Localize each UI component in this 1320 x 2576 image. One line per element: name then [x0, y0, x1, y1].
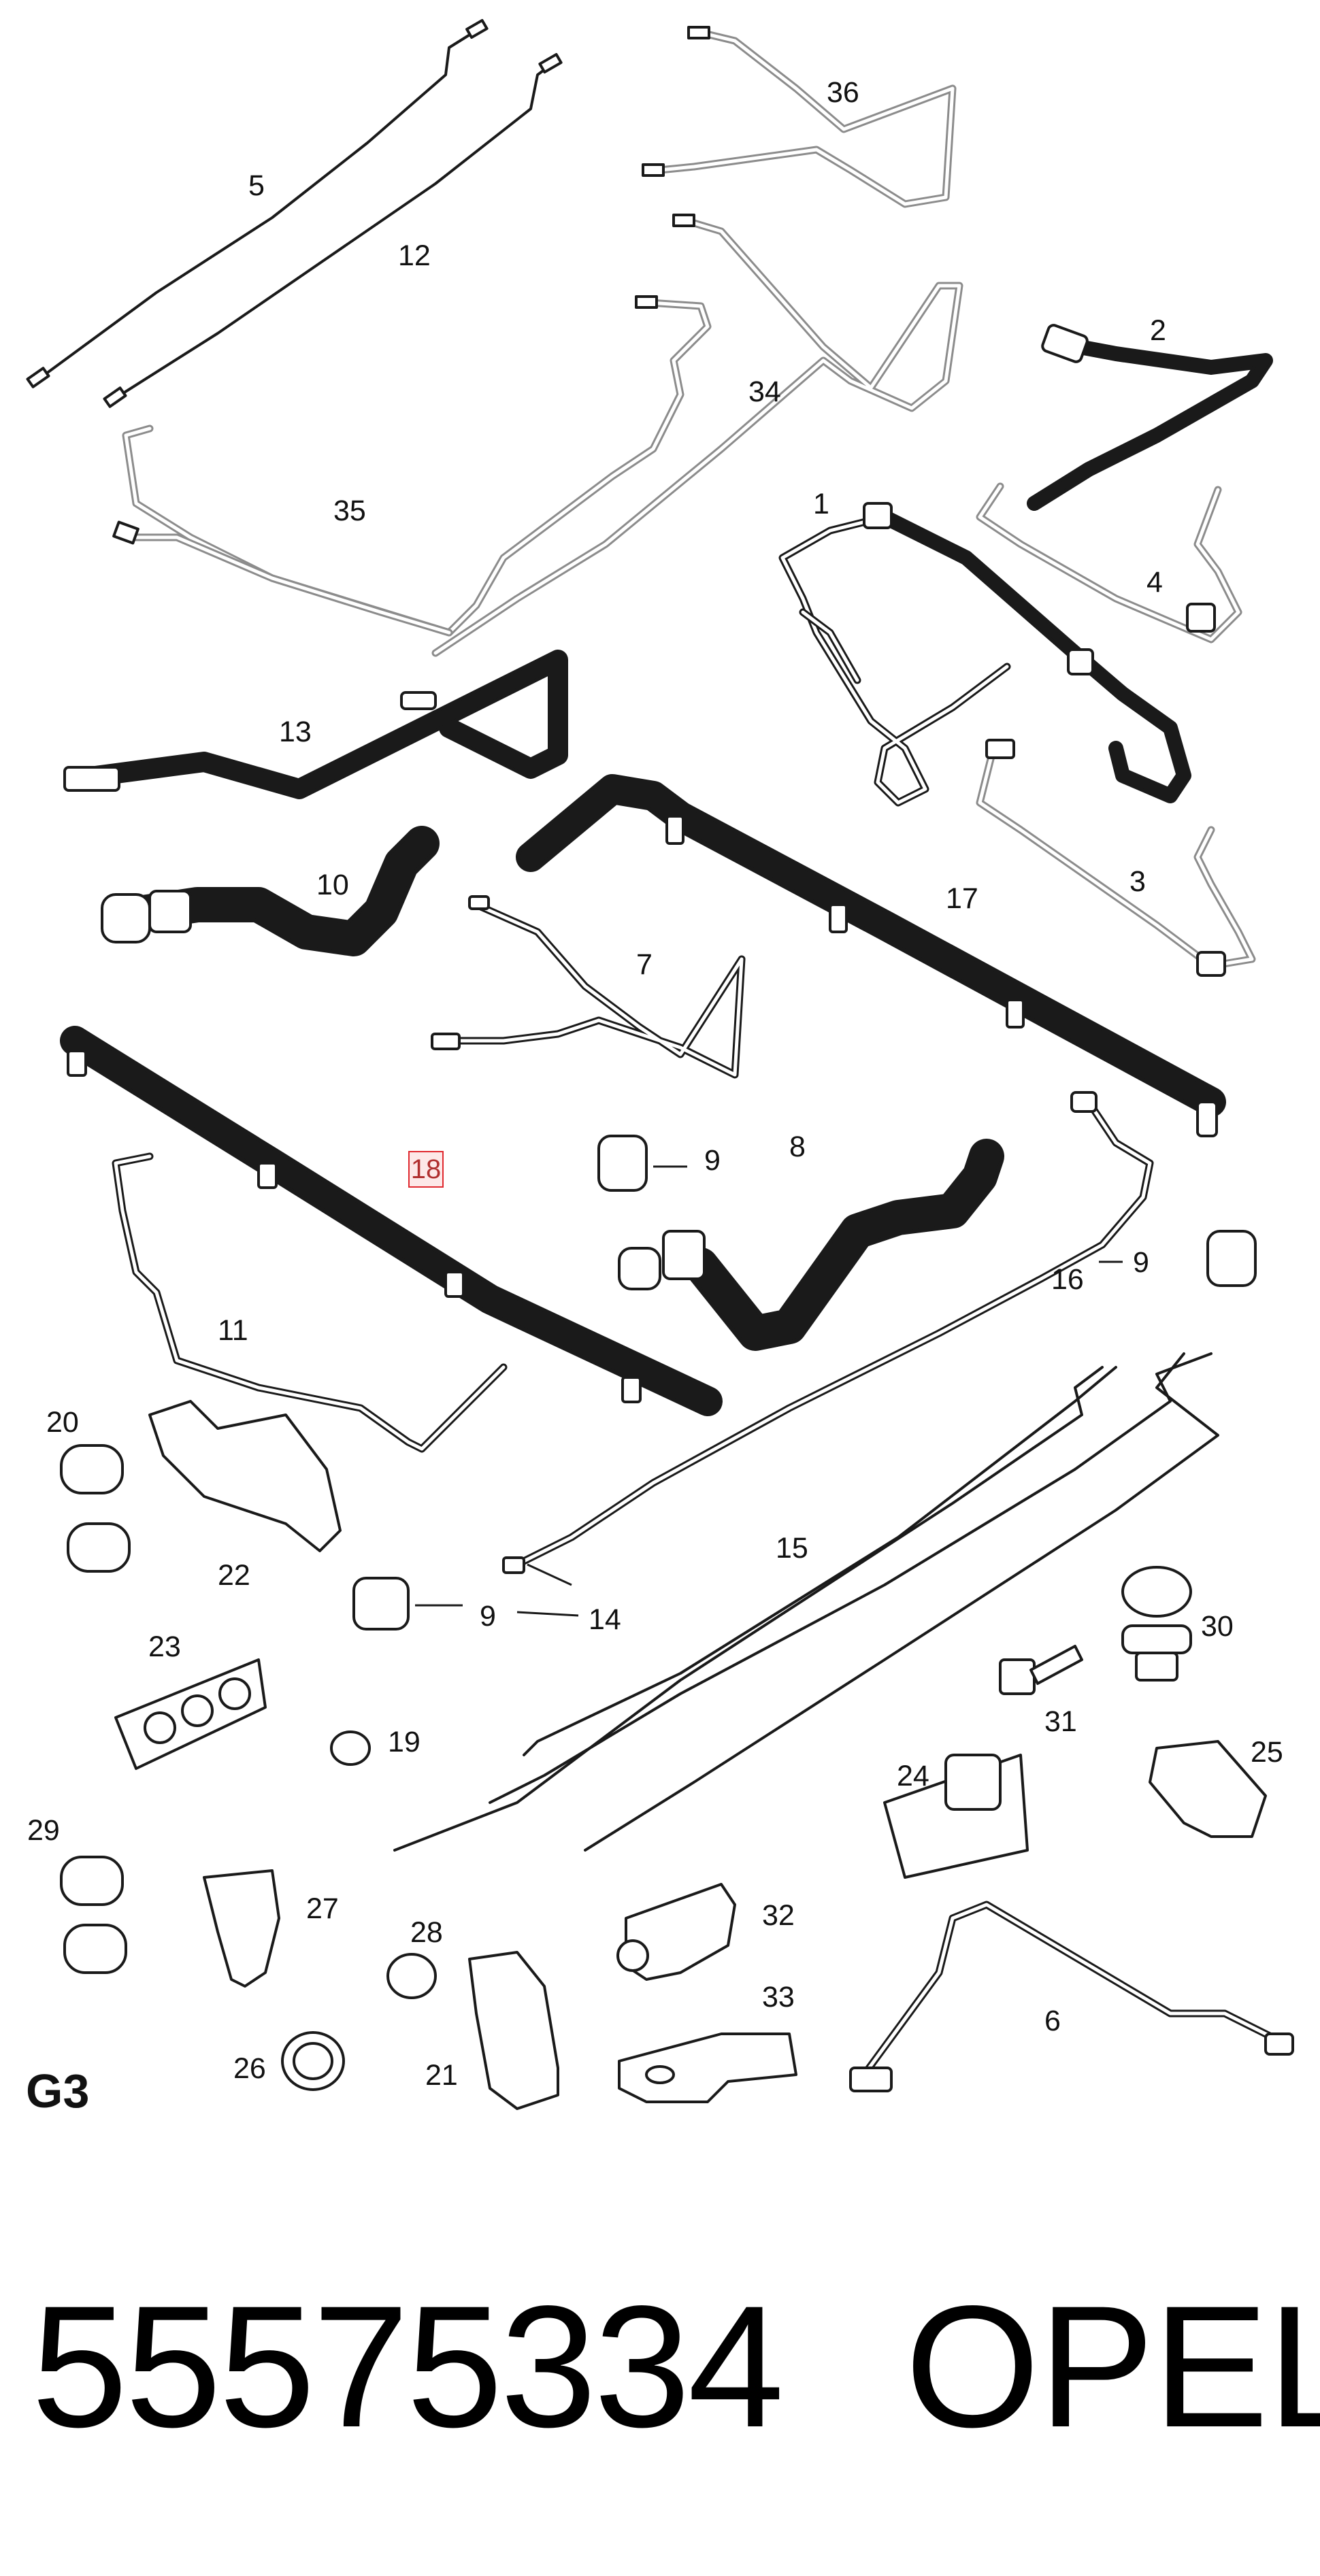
part-13-pipe: [63, 650, 568, 799]
callout-33: 33: [762, 1981, 795, 2013]
callout-10: 10: [316, 869, 349, 901]
callout-13: 13: [279, 716, 312, 748]
part-18-rail: [60, 1026, 723, 1416]
callout-16: 16: [1051, 1263, 1084, 1296]
part-17-rail: [516, 774, 1226, 1137]
part-9-clip-c: [352, 1577, 579, 1630]
part-9-clip-b: [1099, 1230, 1257, 1287]
callout-19: 19: [388, 1726, 420, 1758]
callout-30: 30: [1201, 1610, 1234, 1643]
part-23-clip: [114, 1658, 267, 1770]
part-14-line: [489, 1352, 1212, 1804]
part-20-clip: [60, 1444, 131, 1573]
callout-22: 22: [218, 1559, 250, 1592]
callout-9c: 9: [480, 1600, 496, 1633]
part-4-hose: [976, 482, 1242, 643]
callout-1: 1: [813, 488, 829, 520]
part-31-bolt: [999, 1645, 1083, 1695]
callout-9a: 9: [704, 1144, 721, 1177]
callout-29: 29: [27, 1814, 60, 1847]
part-28-clamp: [386, 1953, 437, 1999]
callout-3: 3: [1129, 865, 1146, 898]
part-6-line: [849, 1901, 1294, 2092]
callout-7: 7: [636, 948, 653, 981]
part-36-line: [642, 26, 957, 208]
callout-23: 23: [148, 1630, 181, 1663]
callout-15: 15: [776, 1532, 808, 1565]
part-35-line: [112, 295, 712, 637]
part-26-clamp: [281, 2031, 345, 2091]
part-19-clip: [330, 1730, 371, 1766]
callout-36: 36: [827, 76, 859, 109]
callout-8: 8: [789, 1131, 806, 1163]
part-29-clip: [60, 1856, 127, 1974]
callout-18-highlighted: 18: [410, 1154, 442, 1184]
callout-28: 28: [410, 1916, 443, 1949]
part-30-fastener: [1121, 1566, 1192, 1682]
part-2-hose: [1027, 324, 1273, 511]
section-code: G3: [26, 2064, 90, 2118]
part-9-clip-a: [597, 1135, 687, 1192]
part-1-hose: [778, 502, 1191, 807]
part-25-clip: [1149, 1740, 1267, 1838]
part-number: 55575334: [31, 2270, 785, 2464]
callout-27: 27: [306, 1892, 339, 1925]
callout-2: 2: [1150, 314, 1166, 347]
part-16-line: [513, 1091, 1154, 1569]
callout-9b: 9: [1133, 1246, 1149, 1279]
callout-4: 4: [1146, 566, 1163, 599]
part-8-hose: [618, 1139, 1004, 1351]
part-7-line: [431, 895, 746, 1079]
callout-35: 35: [333, 495, 366, 527]
callout-31: 31: [1044, 1705, 1077, 1738]
callout-17: 17: [946, 882, 978, 915]
part-5-line: [26, 18, 489, 388]
callout-26: 26: [233, 2052, 266, 2085]
part-12-line: [103, 52, 563, 408]
callout-6: 6: [1044, 2005, 1061, 2037]
brand-name: OPEL: [905, 2270, 1320, 2464]
callout-34: 34: [748, 375, 781, 408]
callout-11: 11: [218, 1314, 248, 1347]
part-21-bracket: [468, 1951, 559, 2110]
callout-20: 20: [46, 1406, 79, 1439]
callout-21: 21: [425, 2059, 458, 2092]
part-22-bracket: [148, 1400, 342, 1552]
part-27-clip: [203, 1869, 280, 1988]
part-32-bracket: [616, 1883, 736, 1981]
callout-32: 32: [762, 1899, 795, 1932]
part-33-bracket: [618, 2033, 797, 2103]
part-11-line: [112, 1152, 508, 1453]
part-10-hose: [101, 826, 440, 956]
highlight-box-18: [408, 1151, 444, 1188]
callout-14: 14: [589, 1603, 621, 1636]
callout-24: 24: [897, 1760, 929, 1792]
part-24-clip: [883, 1754, 1029, 1879]
part-15-line: [393, 1352, 1219, 1852]
callout-5: 5: [248, 169, 265, 202]
part-3-hose: [976, 739, 1256, 977]
callout-25: 25: [1251, 1736, 1283, 1769]
part-34-line: [431, 214, 963, 657]
callout-12: 12: [398, 239, 431, 272]
